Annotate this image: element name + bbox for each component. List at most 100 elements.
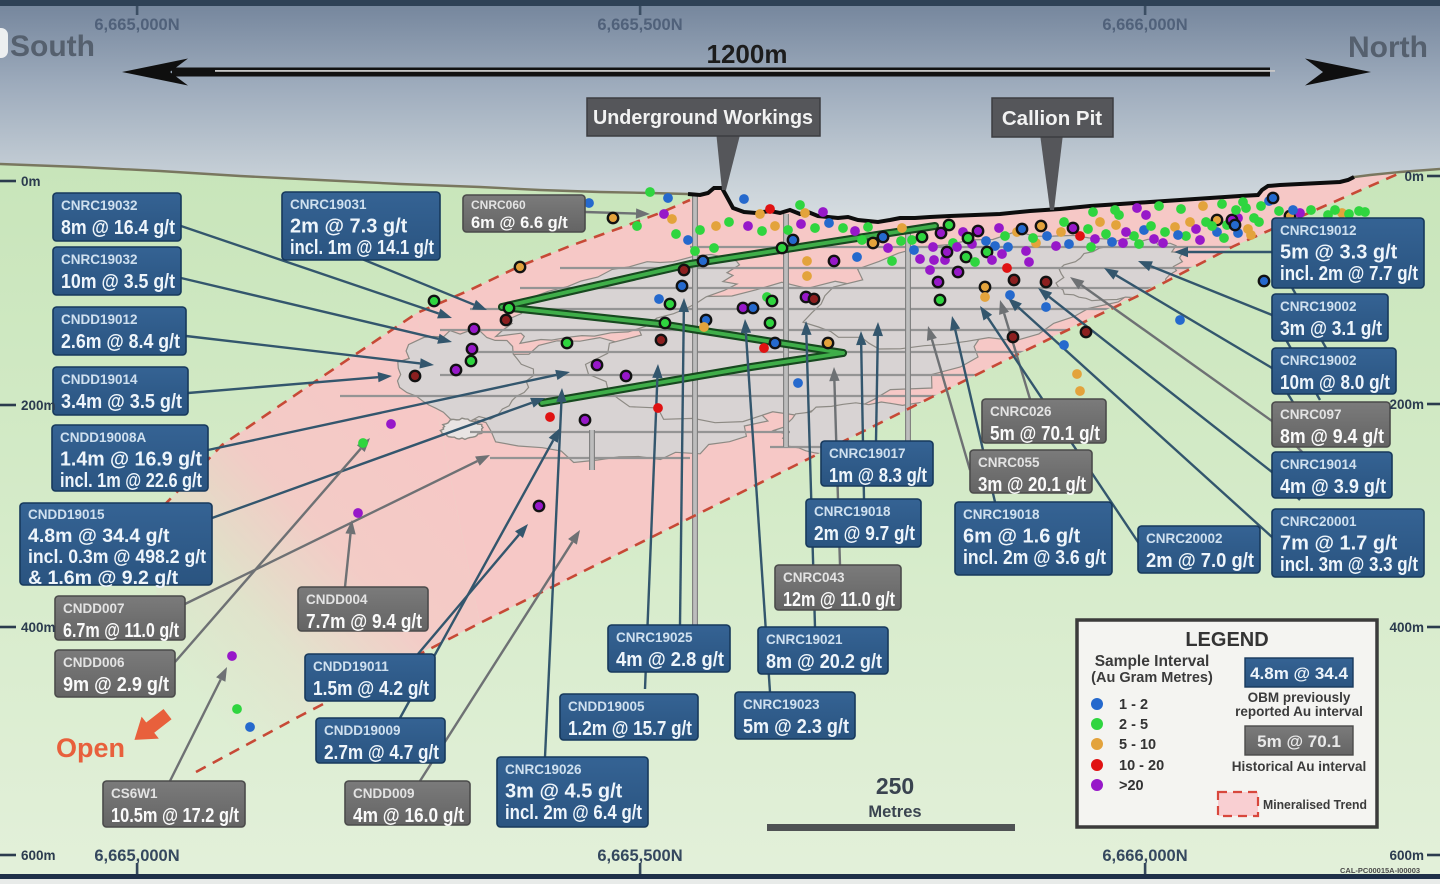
- svg-text:1m @ 8.3 g/t: 1m @ 8.3 g/t: [829, 465, 927, 487]
- svg-text:Metres: Metres: [868, 803, 921, 821]
- svg-text:Underground Workings: Underground Workings: [593, 106, 813, 129]
- svg-text:1.4m @ 16.9 g/t: 1.4m @ 16.9 g/t: [60, 449, 202, 471]
- svg-text:1200m: 1200m: [707, 39, 788, 69]
- svg-text:5m @ 3.3 g/t: 5m @ 3.3 g/t: [1280, 242, 1398, 264]
- svg-text:10m @ 8.0 g/t: 10m @ 8.0 g/t: [1280, 372, 1390, 394]
- svg-text:7m @ 1.7 g/t: 7m @ 1.7 g/t: [1280, 533, 1398, 555]
- svg-text:CNDD004: CNDD004: [306, 592, 368, 607]
- svg-text:CNDD19012: CNDD19012: [61, 312, 138, 327]
- svg-text:South: South: [10, 30, 95, 63]
- svg-text:400m: 400m: [21, 620, 56, 635]
- svg-text:(Au Gram Metres): (Au Gram Metres): [1091, 670, 1213, 686]
- svg-text:4m @ 3.9 g/t: 4m @ 3.9 g/t: [1280, 476, 1386, 498]
- svg-text:reported Au interval: reported Au interval: [1235, 704, 1363, 719]
- svg-text:CNRC19021: CNRC19021: [766, 632, 843, 647]
- svg-text:250: 250: [876, 773, 914, 799]
- svg-text:CNRC026: CNRC026: [990, 404, 1052, 419]
- svg-text:Mineralised Trend: Mineralised Trend: [1263, 797, 1367, 812]
- svg-text:CNRC19032: CNRC19032: [61, 252, 138, 267]
- svg-text:CNRC20001: CNRC20001: [1280, 514, 1357, 529]
- svg-text:1.2m @ 15.7 g/t: 1.2m @ 15.7 g/t: [568, 718, 692, 740]
- svg-text:2m @ 9.7 g/t: 2m @ 9.7 g/t: [814, 523, 915, 545]
- svg-text:Historical Au interval: Historical Au interval: [1232, 759, 1367, 774]
- svg-text:Open: Open: [56, 733, 125, 763]
- svg-text:CNRC19023: CNRC19023: [743, 697, 820, 712]
- svg-text:Callion Pit: Callion Pit: [1002, 107, 1102, 130]
- svg-text:CNRC19032: CNRC19032: [61, 198, 138, 213]
- svg-text:CNDD006: CNDD006: [63, 655, 125, 670]
- svg-text:2m @ 7.3 g/t: 2m @ 7.3 g/t: [290, 216, 408, 238]
- svg-text:CNRC055: CNRC055: [978, 455, 1040, 470]
- svg-text:CNDD19005: CNDD19005: [568, 699, 645, 714]
- svg-text:10.5m @ 17.2 g/t: 10.5m @ 17.2 g/t: [111, 805, 239, 827]
- svg-text:7.7m @ 9.4 g/t: 7.7m @ 9.4 g/t: [306, 611, 422, 633]
- svg-text:incl. 1m @ 14.1 g/t: incl. 1m @ 14.1 g/t: [290, 237, 434, 259]
- svg-text:8m @ 20.2 g/t: 8m @ 20.2 g/t: [766, 651, 882, 673]
- svg-text:400m: 400m: [1389, 620, 1424, 635]
- svg-text:5 - 10: 5 - 10: [1119, 737, 1156, 753]
- svg-text:incl. 1m @ 22.6 g/t: incl. 1m @ 22.6 g/t: [60, 470, 202, 492]
- svg-text:2.6m @ 8.4 g/t: 2.6m @ 8.4 g/t: [61, 331, 180, 353]
- svg-text:10 - 20: 10 - 20: [1119, 758, 1164, 774]
- svg-text:3m @ 20.1 g/t: 3m @ 20.1 g/t: [978, 474, 1086, 496]
- svg-text:3m @ 4.5 g/t: 3m @ 4.5 g/t: [505, 781, 623, 803]
- svg-text:4m @ 2.8 g/t: 4m @ 2.8 g/t: [616, 649, 724, 671]
- svg-text:8m @ 16.4 g/t: 8m @ 16.4 g/t: [61, 217, 175, 239]
- svg-text:6,666,000N: 6,666,000N: [1102, 847, 1187, 865]
- svg-text:CNDD19011: CNDD19011: [313, 659, 389, 674]
- svg-text:CNRC19025: CNRC19025: [616, 630, 693, 645]
- svg-text:10m @ 3.5 g/t: 10m @ 3.5 g/t: [61, 271, 175, 293]
- svg-text:CNRC19018: CNRC19018: [963, 507, 1040, 522]
- svg-text:600m: 600m: [21, 848, 56, 863]
- svg-text:CS6W1: CS6W1: [111, 786, 158, 801]
- svg-text:200m: 200m: [21, 398, 56, 413]
- svg-text:CNRC19031: CNRC19031: [290, 197, 367, 212]
- svg-text:6m @ 1.6 g/t: 6m @ 1.6 g/t: [963, 526, 1081, 548]
- svg-text:CNDD009: CNDD009: [353, 786, 415, 801]
- svg-text:2m @ 7.0 g/t: 2m @ 7.0 g/t: [1146, 550, 1254, 572]
- svg-text:6,666,000N: 6,666,000N: [1102, 16, 1187, 34]
- svg-text:CNDD19009: CNDD19009: [324, 723, 401, 738]
- svg-text:CNDD007: CNDD007: [63, 601, 125, 616]
- svg-text:0m: 0m: [1404, 169, 1424, 184]
- svg-text:incl. 0.3m @ 498.2 g/t: incl. 0.3m @ 498.2 g/t: [28, 546, 206, 568]
- svg-text:CNRC19017: CNRC19017: [829, 446, 906, 461]
- svg-text:5m @ 2.3 g/t: 5m @ 2.3 g/t: [743, 716, 849, 738]
- svg-text:5m @ 70.1 g/t: 5m @ 70.1 g/t: [990, 423, 1100, 445]
- svg-text:4.8m @ 34.4: 4.8m @ 34.4: [1250, 664, 1348, 683]
- svg-text:5m @ 70.1: 5m @ 70.1: [1257, 732, 1341, 751]
- svg-text:CNRC060: CNRC060: [471, 198, 526, 212]
- svg-text:incl. 2m @ 7.7 g/t: incl. 2m @ 7.7 g/t: [1280, 263, 1418, 285]
- svg-text:6,665,000N: 6,665,000N: [94, 847, 179, 865]
- svg-text:12m @ 11.0 g/t: 12m @ 11.0 g/t: [783, 589, 895, 611]
- svg-text:CNDD19014: CNDD19014: [61, 372, 138, 387]
- svg-text:CNRC19014: CNRC19014: [1280, 457, 1357, 472]
- svg-text:CNRC19026: CNRC19026: [505, 762, 582, 777]
- svg-text:6.7m @ 11.0 g/t: 6.7m @ 11.0 g/t: [63, 620, 179, 642]
- svg-text:incl. 2m @ 3.6 g/t: incl. 2m @ 3.6 g/t: [963, 547, 1106, 569]
- svg-text:0m: 0m: [21, 174, 41, 189]
- svg-text:6,665,500N: 6,665,500N: [597, 847, 682, 865]
- svg-text:>20: >20: [1119, 778, 1144, 794]
- svg-text:600m: 600m: [1389, 848, 1424, 863]
- svg-text:CNRC043: CNRC043: [783, 570, 845, 585]
- svg-text:CNDD19008A: CNDD19008A: [60, 430, 147, 445]
- svg-text:1.5m @ 4.2 g/t: 1.5m @ 4.2 g/t: [313, 678, 429, 700]
- svg-text:6,665,000N: 6,665,000N: [94, 16, 179, 34]
- svg-text:6m @ 6.6 g/t: 6m @ 6.6 g/t: [471, 214, 568, 232]
- svg-text:4.8m @ 34.4 g/t: 4.8m @ 34.4 g/t: [28, 525, 170, 547]
- svg-text:CNRC097: CNRC097: [1280, 407, 1342, 422]
- svg-text:CNRC19018: CNRC19018: [814, 504, 891, 519]
- svg-text:incl. 3m @ 3.3 g/t: incl. 3m @ 3.3 g/t: [1280, 554, 1418, 576]
- svg-text:CNRC19002: CNRC19002: [1280, 299, 1357, 314]
- svg-text:CNRC19002: CNRC19002: [1280, 353, 1357, 368]
- svg-text:CAL-PC00015A-I00003: CAL-PC00015A-I00003: [1340, 866, 1420, 875]
- svg-text:2.7m @ 4.7 g/t: 2.7m @ 4.7 g/t: [324, 742, 439, 764]
- svg-text:CNDD19015: CNDD19015: [28, 507, 105, 522]
- svg-text:200m: 200m: [1389, 397, 1424, 412]
- svg-text:4m @ 16.0 g/t: 4m @ 16.0 g/t: [353, 805, 464, 827]
- svg-text:9m @ 2.9 g/t: 9m @ 2.9 g/t: [63, 674, 169, 696]
- svg-text:2 - 5: 2 - 5: [1119, 717, 1148, 733]
- svg-text:1 - 2: 1 - 2: [1119, 697, 1148, 713]
- svg-text:3.4m @ 3.5 g/t: 3.4m @ 3.5 g/t: [61, 391, 182, 413]
